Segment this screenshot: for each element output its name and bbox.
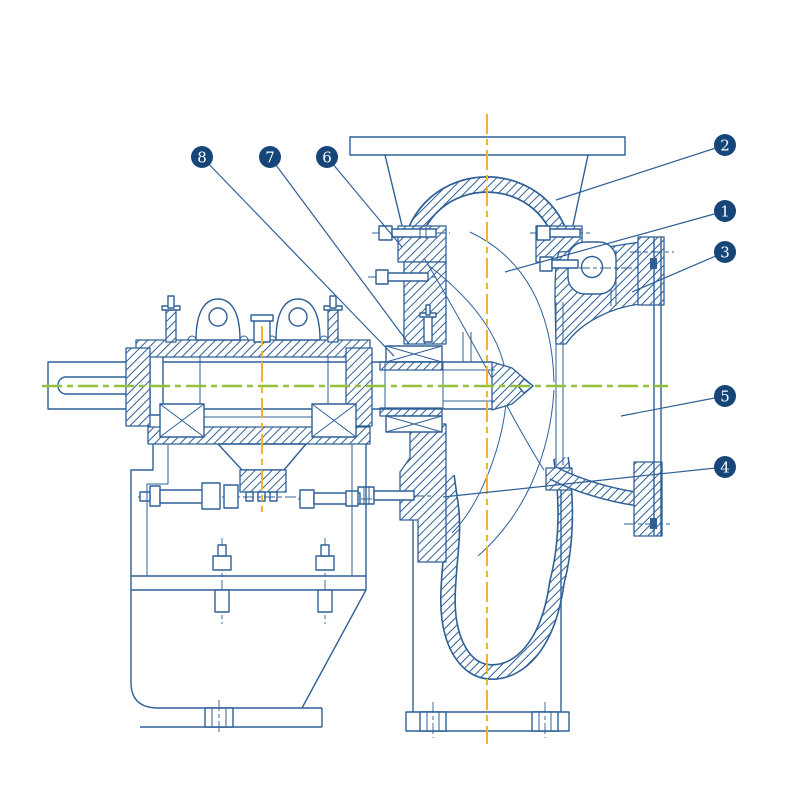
callout-1: 1 — [504, 200, 736, 273]
callout-balloon — [714, 456, 736, 478]
packing-gland — [379, 345, 443, 433]
callout-balloon — [714, 241, 736, 263]
callout-4: 4 — [442, 456, 736, 498]
housing-foot — [138, 443, 372, 510]
callout-6: 6 — [316, 146, 403, 248]
callout-3: 3 — [631, 241, 736, 293]
callout-balloon — [714, 385, 736, 407]
callout-leader-line — [555, 144, 726, 201]
bearing-left — [159, 403, 205, 438]
grease-fitting-right — [323, 295, 343, 343]
callout-7: 7 — [259, 146, 410, 345]
pedestal-brace — [301, 589, 367, 709]
bearing-housing — [125, 295, 373, 510]
callout-number: 3 — [720, 243, 730, 261]
centerlines — [42, 114, 668, 744]
callout-number: 7 — [265, 148, 275, 166]
callout-balloon — [714, 134, 736, 156]
callout-leader-line — [631, 251, 726, 293]
lifting-lug-left — [187, 298, 249, 341]
callout-balloon — [259, 146, 281, 168]
callout-number: 8 — [197, 148, 207, 166]
callout-8: 8 — [191, 146, 395, 357]
lifting-lug-right — [267, 298, 329, 341]
grease-fitting-left — [161, 295, 181, 343]
callout-leader-line — [620, 395, 726, 417]
callout-number: 1 — [720, 202, 730, 220]
callout-leader-line — [442, 466, 726, 498]
casing-base — [405, 702, 570, 738]
callout-leader-line — [504, 210, 726, 273]
pedestal — [130, 444, 367, 709]
callout-number: 6 — [322, 148, 332, 166]
casing-bolts — [350, 225, 590, 505]
callouts: 1 2 3 4 5 6 7 8 — [191, 134, 736, 498]
base-plates — [140, 700, 570, 738]
callout-number: 4 — [720, 458, 730, 476]
callout-2: 2 — [555, 134, 736, 201]
callout-number: 5 — [720, 387, 730, 405]
callout-balloon — [191, 146, 213, 168]
bearing-right — [311, 403, 357, 438]
pedestal-bolt-left — [212, 538, 232, 624]
suction-flange — [624, 236, 674, 537]
pedestal-bolt-right — [315, 538, 335, 624]
callout-leader-line — [326, 156, 403, 248]
callout-leader-line — [269, 156, 410, 345]
callout-5: 5 — [620, 385, 736, 417]
pedestal-base — [140, 700, 323, 735]
callout-balloon — [714, 200, 736, 222]
callout-number: 2 — [720, 136, 730, 154]
suction-assembly — [539, 236, 674, 537]
callout-leader-line — [201, 156, 395, 357]
callout-balloon — [316, 146, 338, 168]
casing-cover — [379, 261, 447, 563]
